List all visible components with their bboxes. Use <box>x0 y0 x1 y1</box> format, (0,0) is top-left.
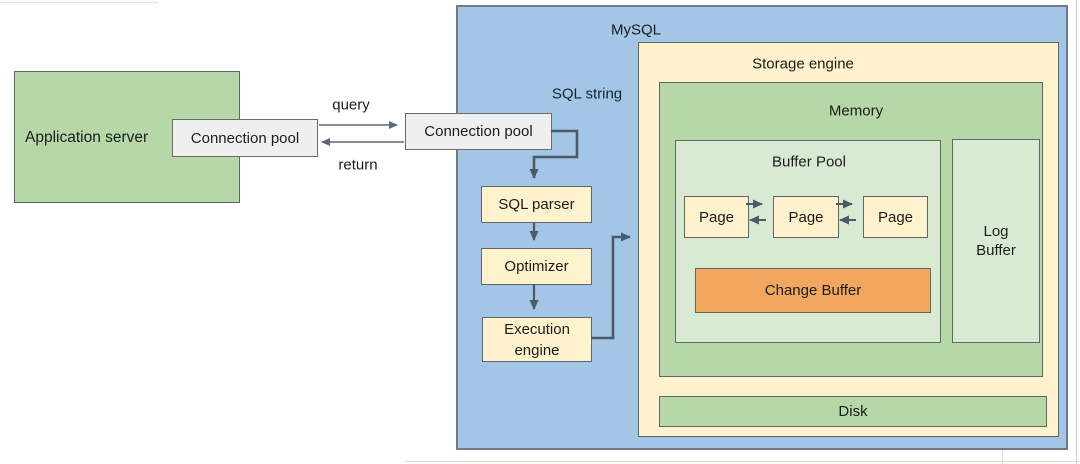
sql-parser-box: SQL parser <box>481 186 592 223</box>
page-3-label: Page <box>877 208 914 226</box>
sql-string-label: SQL string <box>551 85 623 103</box>
client-connection-pool-box: Connection pool <box>172 119 318 157</box>
query-label: query <box>332 96 370 114</box>
optimizer-label: Optimizer <box>504 258 569 275</box>
page-edge-line-bottom <box>405 461 1080 462</box>
mysql-title: MySQL <box>610 21 662 39</box>
page-edge-line-right <box>1076 0 1077 464</box>
memory-box: Memory Buffer Pool Page Page Page Change… <box>659 82 1043 377</box>
server-connection-pool-box: Connection pool <box>405 113 552 150</box>
execution-engine-box: Execution engine <box>482 317 592 362</box>
return-label: return <box>338 156 378 174</box>
page-box-2: Page <box>773 196 839 238</box>
storage-engine-box: Storage engine Memory Buffer Pool Page P… <box>638 42 1059 437</box>
log-buffer-box: Log Buffer <box>952 139 1040 343</box>
optimizer-box: Optimizer <box>481 248 592 285</box>
page-box-1: Page <box>684 196 749 238</box>
disk-label: Disk <box>838 403 868 420</box>
buffer-pool-box: Buffer Pool Page Page Page Change Buffer <box>675 140 941 343</box>
buffer-pool-title: Buffer Pool <box>772 153 846 171</box>
page-box-3: Page <box>863 196 928 238</box>
page-edge-line-corner <box>1002 450 1003 464</box>
mysql-box: MySQL SQL string SQL parser Optimizer Ex… <box>456 5 1068 450</box>
execution-engine-label: Execution engine <box>504 320 570 359</box>
change-buffer-box: Change Buffer <box>695 268 931 313</box>
client-connection-pool-label: Connection pool <box>190 129 300 147</box>
disk-box: Disk <box>659 396 1047 427</box>
change-buffer-label: Change Buffer <box>764 282 862 299</box>
log-buffer-label: Log Buffer <box>976 223 1016 259</box>
page-1-label: Page <box>698 208 735 226</box>
application-server-label: Application server <box>25 128 149 146</box>
page-2-label: Page <box>788 208 824 226</box>
memory-title: Memory <box>828 102 884 120</box>
server-connection-pool-label: Connection pool <box>424 123 533 140</box>
sql-parser-label: SQL parser <box>498 196 575 213</box>
storage-engine-title: Storage engine <box>752 55 854 73</box>
page-edge-line-top <box>0 2 158 3</box>
